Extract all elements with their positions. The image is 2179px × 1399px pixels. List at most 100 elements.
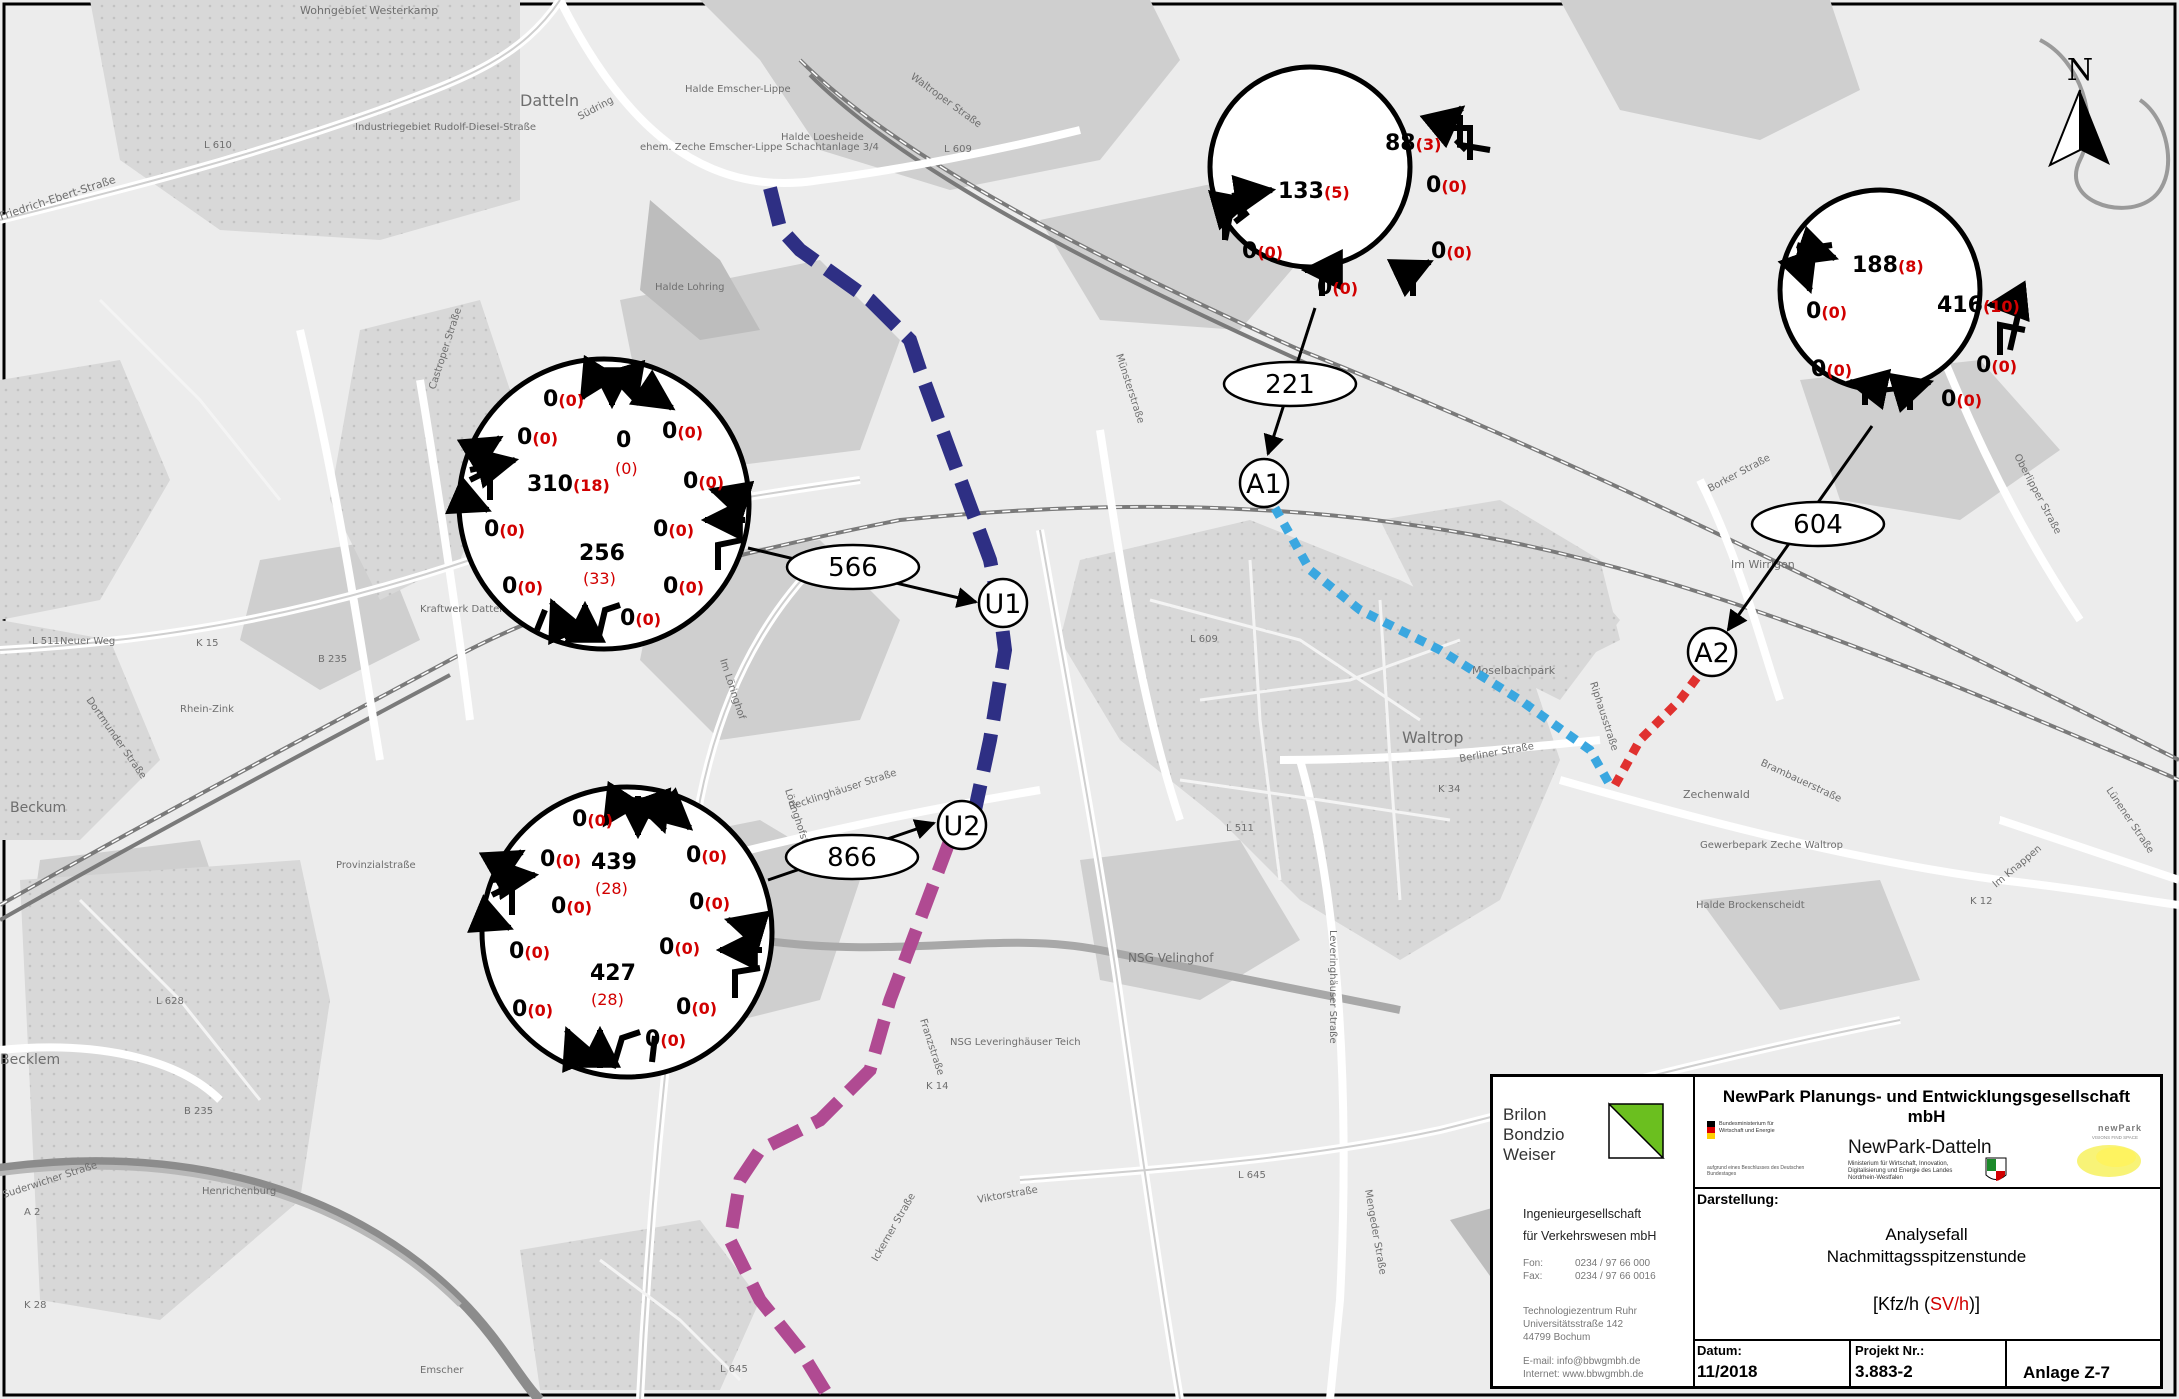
nodes[interactable]: A1 A2 U1 U2: [936, 457, 1738, 851]
flow-a1-6: 0(0): [1431, 239, 1472, 264]
node-a1-label: A1: [1246, 469, 1282, 500]
company-subtitle: Ingenieurgesellschaft für Verkehrswesen …: [1523, 1203, 1656, 1247]
map-label: Moselbachpark: [1472, 664, 1556, 677]
node-u1-label: U1: [985, 589, 1022, 620]
units-suffix: )]: [1969, 1294, 1981, 1314]
brand-line-3: Weiser: [1503, 1145, 1556, 1164]
bbw-logo-icon: [1608, 1102, 1665, 1159]
flow-u2-3: 0(0): [686, 843, 727, 868]
flow-u1-9: 256: [579, 541, 625, 566]
flow-u1-8: 0(0): [653, 517, 694, 542]
title-block-brand-panel: Brilon Bondzio Weiser Ingenieurgesellsch…: [1493, 1077, 1695, 1386]
map-label: L 645: [1238, 1170, 1266, 1181]
units-legend: [Kfz/h (SV/h)]: [1693, 1294, 2160, 1315]
turn-arrows-a1-icon: [1207, 105, 1491, 298]
map-label: Halde Loesheide: [781, 132, 864, 143]
flow-u2-7: 0(0): [509, 939, 550, 964]
newpark-logo: newPark: [2097, 1123, 2142, 1133]
flow-u2-6: 0(0): [689, 890, 730, 915]
divider: [1693, 1187, 2160, 1189]
map-label: L 511: [1226, 823, 1254, 834]
darstellung-label: Darstellung:: [1697, 1191, 1779, 1207]
volume-a2-text: 604: [1793, 510, 1843, 540]
flow-u2-2: 0(0): [540, 847, 581, 872]
client-company: NewPark Planungs- und Entwicklungsgesell…: [1693, 1087, 2160, 1127]
intersection-u1[interactable]: 0(0) 0 (0) 0(0) 0(0) 310(18) 0(0) 0(0) 0…: [444, 354, 755, 652]
description-line-1: Analysefall: [1885, 1225, 1968, 1244]
fon-key: Fon:: [1523, 1258, 1544, 1269]
project-name: NewPark-Datteln: [1848, 1137, 1992, 1158]
newpark-swoosh-icon: [2077, 1145, 2141, 1177]
volume-u2-text: 866: [827, 843, 877, 873]
anlage-label: Anlage Z-7: [2023, 1363, 2110, 1382]
node-u2[interactable]: U2: [936, 799, 988, 851]
client-company-line-2: mbH: [1907, 1107, 1946, 1126]
map-label: Zechenwald: [1683, 788, 1750, 801]
flow-u2-1: 0(0): [572, 807, 613, 832]
map-label: Wohngebiet Westerkamp: [300, 4, 438, 17]
route-a2: [1611, 657, 1714, 788]
flow-u1-2-sv: (0): [615, 459, 638, 478]
routes: [723, 186, 1714, 1399]
fax-key: Fax:: [1523, 1271, 1543, 1282]
node-a2[interactable]: A2: [1686, 626, 1738, 678]
map-label: Industriegebiet Rudolf-Diesel-Straße: [355, 122, 536, 133]
intersection-a2[interactable]: 188(8) 0(0) 416(10) 0(0) 0(0) 0(0): [1777, 187, 2030, 413]
map-label: K 12: [1970, 896, 1992, 907]
map-label: B 235: [318, 654, 347, 665]
map-label: Neuer Weg: [60, 636, 115, 647]
flow-u1-4: 0(0): [517, 425, 558, 450]
projekt-value: 3.883-2: [1855, 1362, 1913, 1381]
north-arrow-icon: N: [2048, 53, 2110, 168]
map-label: K 34: [1438, 784, 1460, 795]
intersection-u2[interactable]: 0(0) 0(0) 0(0) 439 (28) 0(0) 0(0) 0(0) 0…: [467, 780, 775, 1080]
newpark-tagline: VISIONS FIND SPACE: [2091, 1135, 2138, 1140]
map-label: Becklem: [0, 1052, 60, 1068]
projekt-label: Projekt Nr.:: [1855, 1343, 1925, 1358]
map-label: Gewerbepark Zeche Waltrop: [1700, 840, 1843, 851]
map-label: A 2: [24, 1207, 40, 1218]
map-label: Halde Lohring: [655, 282, 725, 293]
volume-label-a1: 221: [1222, 360, 1358, 408]
flow-u1-5: 310(18): [527, 472, 610, 497]
map-label: Waltrop: [1402, 728, 1464, 747]
map-label: K 15: [196, 638, 218, 649]
flow-a1-3: 133(5): [1278, 179, 1350, 204]
map-label: Halde Emscher-Lippe: [685, 84, 791, 95]
address-line-3: 44799 Bochum: [1523, 1332, 1591, 1343]
flow-u1-10: 0(0): [502, 574, 543, 599]
flow-a1-5: 0(0): [1317, 275, 1358, 300]
flow-u2-12: 0(0): [645, 1027, 686, 1052]
intersection-a1[interactable]: 88(3) 0(0) 133(5) 0(0) 0(0) 0(0): [1207, 64, 1491, 300]
description-line-2: Nachmittagsspitzenstunde: [1826, 1247, 2027, 1266]
map-label: L 610: [204, 140, 232, 151]
bundestag-note: aufgrund eines Beschlusses des Deutschen…: [1707, 1165, 1805, 1177]
flow-u1-2: 0: [616, 428, 631, 453]
map-label: Henrichenburg: [202, 1186, 276, 1197]
map-label: Beckum: [10, 800, 66, 816]
flow-a2-3: 416(10): [1937, 293, 2020, 318]
volume-u1-text: 566: [828, 553, 878, 583]
map-label: NSG Leveringhäuser Teich: [950, 1037, 1081, 1048]
fon-value: 0234 / 97 66 000: [1575, 1258, 1651, 1269]
flow-u2-4-sv: (28): [595, 879, 628, 898]
north-label: N: [2067, 53, 2093, 88]
flow-u2-9: 427: [590, 961, 636, 986]
map-label: Provinzialstraße: [336, 860, 416, 871]
flow-u1-7: 0(0): [484, 517, 525, 542]
flow-u1-1: 0(0): [543, 387, 584, 412]
flow-a2-1: 188(8): [1852, 253, 1924, 278]
map-label: Leveringhäuser Straße: [1327, 930, 1338, 1044]
volume-label-a2: 604: [1750, 500, 1886, 548]
map-label: L 609: [1190, 634, 1218, 645]
flow-u1-11: 0(0): [663, 574, 704, 599]
german-flag-icon: [1707, 1121, 1715, 1139]
node-u2-label: U2: [944, 811, 981, 842]
node-u1[interactable]: U1: [977, 577, 1029, 629]
units-sv: SV/h: [1929, 1294, 1970, 1314]
node-a1[interactable]: A1: [1238, 457, 1290, 509]
company-subtitle-1: Ingenieurgesellschaft: [1523, 1207, 1642, 1221]
brand-line-1: Brilon: [1503, 1105, 1547, 1124]
web-block: E-mail: info@bbwgmbh.de Internet: www.bb…: [1523, 1355, 1644, 1381]
